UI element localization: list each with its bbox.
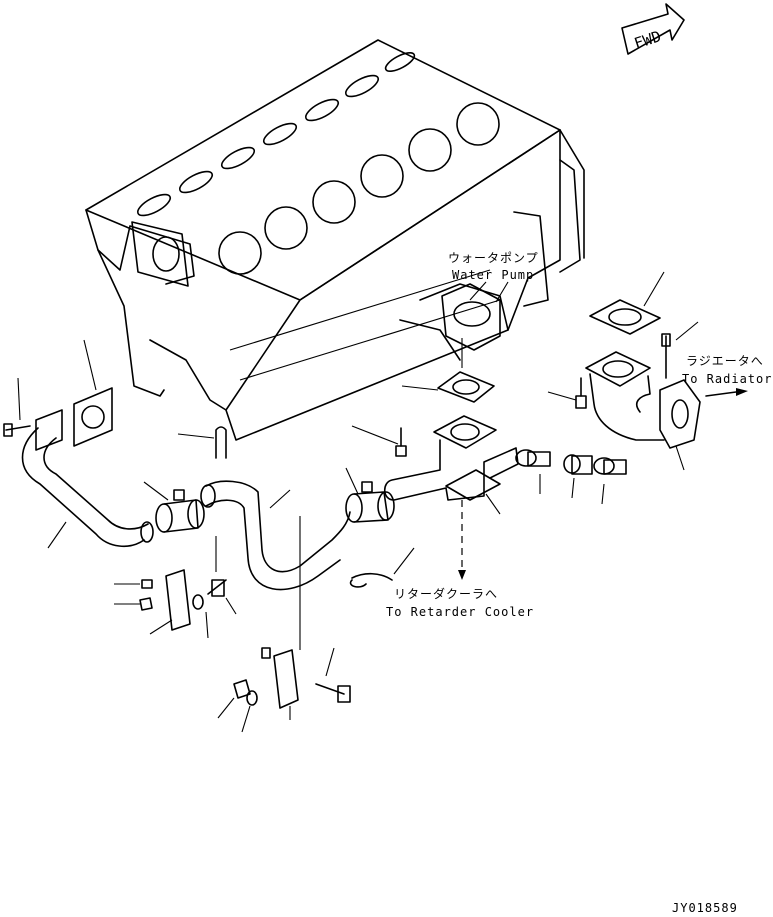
gasket-right [589, 271, 665, 335]
water-pump-label-en: Water Pump [452, 268, 534, 282]
hose-clamps-right [515, 449, 627, 505]
drawing-id: JY018589 [672, 901, 738, 915]
clamp-coupling-left [143, 481, 205, 533]
bracket-lower [217, 516, 351, 733]
center-hose [200, 480, 351, 591]
u-clip [177, 426, 227, 459]
bracket-left [114, 536, 237, 639]
fwd-label: FWD [632, 27, 663, 52]
head-bores [136, 52, 416, 217]
gasket-left [73, 339, 113, 447]
left-elbow-pipe [3, 377, 154, 549]
retarder-label-jp: リターダクーラへ [394, 586, 498, 601]
cylinder-bores [218, 102, 500, 275]
tee-manifold [351, 415, 519, 580]
fwd-arrow-icon: FWD [621, 3, 685, 55]
water-pump-label-jp: ウォータポンプ [448, 251, 539, 265]
retarder-label-en: To Retarder Cooler [386, 605, 534, 619]
engine-block [85, 39, 585, 441]
water-pump [441, 281, 509, 368]
radiator-label-en: To Radiator [682, 372, 772, 386]
radiator-label-jp: ラジエータへ [686, 354, 764, 368]
clamp-coupling-center [345, 467, 395, 523]
hose-clip [349, 547, 415, 588]
gasket-center [401, 371, 495, 403]
outlet-elbow [547, 321, 748, 471]
